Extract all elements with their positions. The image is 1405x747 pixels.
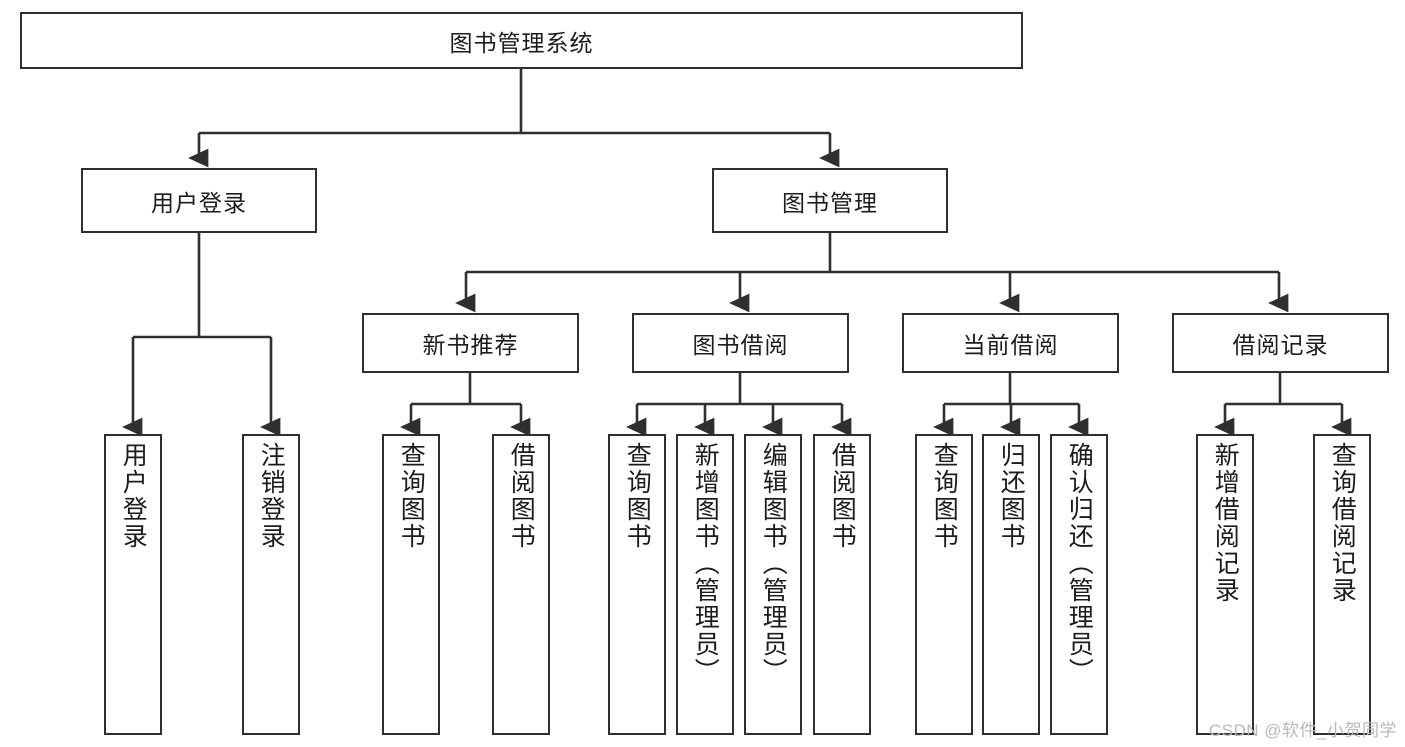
leaf-logout-login[interactable]: 注销登录 bbox=[242, 434, 300, 735]
leaf-confirm-return-admin[interactable]: 确认归还（管理员） bbox=[1050, 434, 1108, 735]
node-label: 图书借阅 bbox=[692, 332, 789, 358]
leaf-user-login[interactable]: 用户登录 bbox=[104, 434, 162, 735]
node-label: 借阅记录 bbox=[1232, 332, 1329, 358]
node-book-borrow[interactable]: 图书借阅 bbox=[632, 313, 849, 373]
node-label: 新书推荐 bbox=[422, 332, 519, 358]
node-book-management[interactable]: 图书管理 bbox=[712, 168, 948, 233]
leaf-query-book-1[interactable]: 查询图书 bbox=[382, 434, 440, 735]
node-label: 查询图书 bbox=[623, 442, 652, 550]
node-label: 用户登录 bbox=[119, 442, 148, 550]
node-label: 用户登录 bbox=[151, 189, 247, 216]
node-label: 查询图书 bbox=[930, 442, 959, 550]
node-new-book-recommend[interactable]: 新书推荐 bbox=[362, 313, 579, 373]
leaf-add-book-admin[interactable]: 新增图书（管理员） bbox=[676, 434, 734, 735]
csdn-watermark: CSDN @软件_小贺同学 bbox=[1208, 721, 1397, 740]
node-current-borrow[interactable]: 当前借阅 bbox=[902, 313, 1119, 373]
node-label: 新增图书（管理员） bbox=[691, 442, 720, 685]
leaf-query-book-3[interactable]: 查询图书 bbox=[915, 434, 973, 735]
node-user-login[interactable]: 用户登录 bbox=[81, 168, 317, 233]
leaf-borrow-book-2[interactable]: 借阅图书 bbox=[813, 434, 871, 735]
node-label: 新增借阅记录 bbox=[1211, 442, 1240, 604]
node-label: 借阅图书 bbox=[828, 442, 857, 550]
leaf-edit-book-admin[interactable]: 编辑图书（管理员） bbox=[744, 434, 802, 735]
node-label: 图书管理 bbox=[782, 189, 878, 216]
node-label: 查询图书 bbox=[397, 442, 426, 550]
leaf-query-book-2[interactable]: 查询图书 bbox=[608, 434, 666, 735]
node-label: 借阅图书 bbox=[507, 442, 536, 550]
node-label: 查询借阅记录 bbox=[1328, 442, 1357, 604]
leaf-borrow-book-1[interactable]: 借阅图书 bbox=[492, 434, 550, 735]
node-root-system[interactable]: 图书管理系统 bbox=[20, 12, 1023, 69]
node-label: 图书管理系统 bbox=[449, 29, 594, 56]
node-label: 当前借阅 bbox=[962, 332, 1059, 358]
node-label: 编辑图书（管理员） bbox=[759, 442, 788, 685]
node-label: 注销登录 bbox=[257, 442, 286, 550]
leaf-query-borrow-record[interactable]: 查询借阅记录 bbox=[1313, 434, 1371, 735]
leaf-add-borrow-record[interactable]: 新增借阅记录 bbox=[1196, 434, 1254, 735]
node-borrow-record[interactable]: 借阅记录 bbox=[1172, 313, 1389, 373]
node-label: 归还图书 bbox=[997, 442, 1026, 550]
leaf-return-book[interactable]: 归还图书 bbox=[982, 434, 1040, 735]
node-label: 确认归还（管理员） bbox=[1065, 442, 1094, 685]
